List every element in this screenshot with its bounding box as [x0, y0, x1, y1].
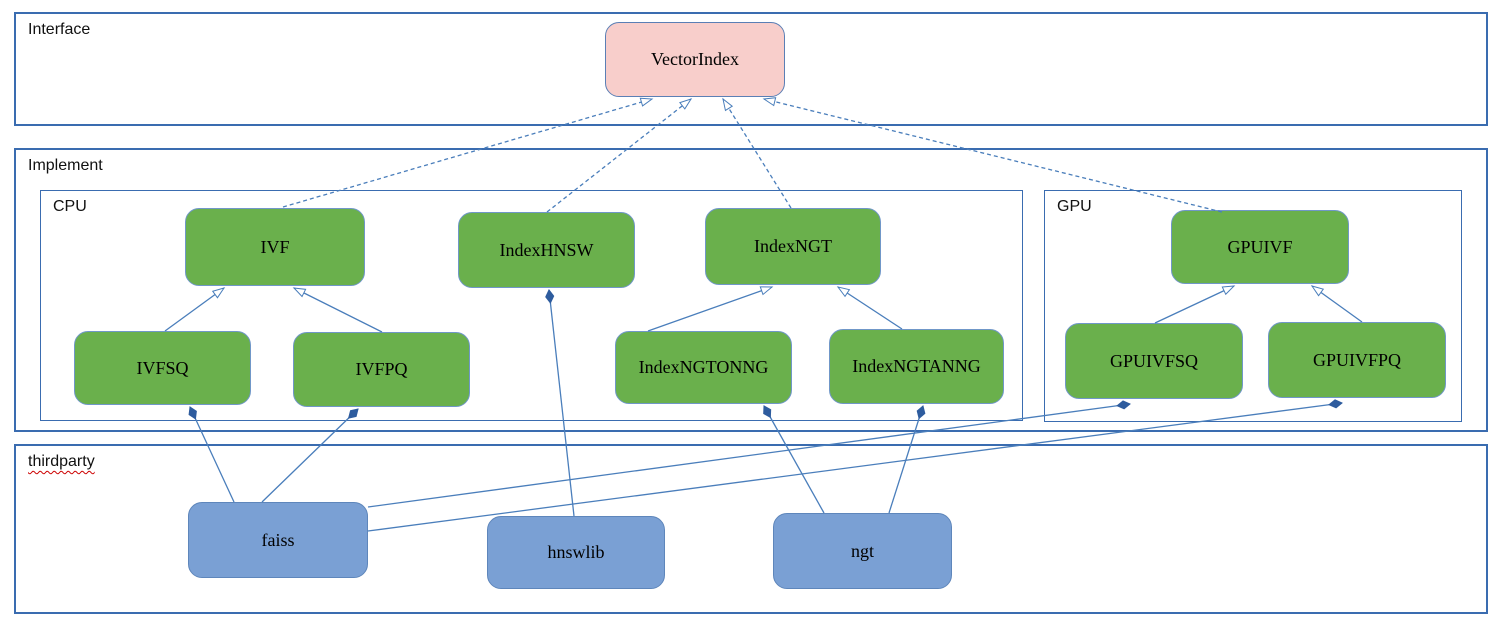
node-ivfsq[interactable]: IVFSQ [74, 331, 251, 405]
node-indexngtonng[interactable]: IndexNGTONNG [615, 331, 792, 404]
node-vectorindex[interactable]: VectorIndex [605, 22, 785, 97]
container-thirdparty-label: thirdparty [28, 453, 95, 470]
node-gpuivfsq[interactable]: GPUIVFSQ [1065, 323, 1243, 399]
node-gpuivf[interactable]: GPUIVF [1171, 210, 1349, 284]
container-interface-label: Interface [28, 21, 91, 38]
node-ngt[interactable]: ngt [773, 513, 952, 589]
node-ivfpq[interactable]: IVFPQ [293, 332, 470, 407]
node-indexngtanng[interactable]: IndexNGTANNG [829, 329, 1004, 404]
container-cpu-label: CPU [53, 198, 87, 215]
node-indexhnsw[interactable]: IndexHNSW [458, 212, 635, 288]
node-ivf[interactable]: IVF [185, 208, 365, 286]
node-indexngt[interactable]: IndexNGT [705, 208, 881, 285]
node-hnswlib[interactable]: hnswlib [487, 516, 665, 589]
node-faiss[interactable]: faiss [188, 502, 368, 578]
container-gpu-label: GPU [1057, 198, 1092, 215]
container-implement-label: Implement [28, 157, 103, 174]
node-gpuivfpq[interactable]: GPUIVFPQ [1268, 322, 1446, 398]
